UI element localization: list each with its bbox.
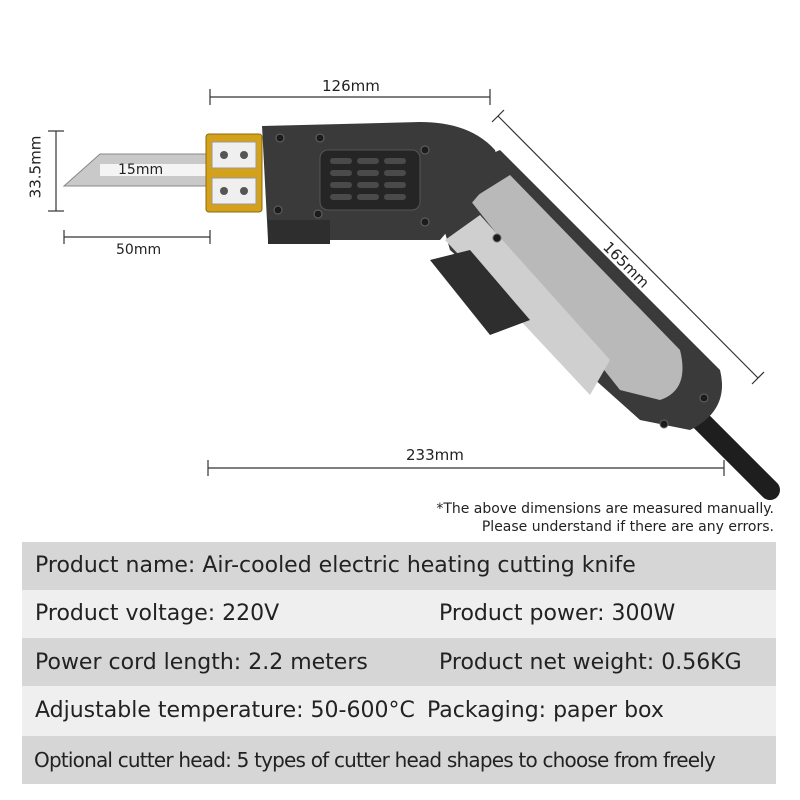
spec-voltage: Product voltage: 220V [35,601,280,626]
knife-handle [430,150,722,430]
screws [273,133,709,429]
measurement-note-line2: Please understand if there are any error… [481,519,774,535]
spec-cord-length: Power cord length: 2.2 meters [35,650,368,675]
dimension-label-blade-inner: 15mm [118,162,164,178]
spec-net-weight: Product net weight: 0.56KG [439,650,742,675]
measurement-note: *The above dimensions are measured manua… [436,500,774,536]
dimension-label-top-width: 126mm [322,77,380,95]
power-cord [690,410,780,500]
spec-row-cutter-head: Optional cutter head: 5 types of cutter … [22,736,776,784]
product-illustration [48,89,780,500]
spec-product-name: Product name: Air-cooled electric heatin… [35,553,636,578]
spec-cutter-head: Optional cutter head: 5 types of cutter … [34,748,716,772]
dimension-label-total-length: 233mm [406,446,464,464]
spec-row-cord-weight: Power cord length: 2.2 meters Product ne… [22,638,776,686]
dimension-lines [48,89,765,476]
spec-temperature: Adjustable temperature: 50-600°C [35,698,415,723]
spec-packaging: Packaging: paper box [427,698,664,723]
spec-row-voltage-power: Product voltage: 220V Product power: 300… [22,590,776,638]
vent-slots [330,158,406,200]
spec-row-product-name: Product name: Air-cooled electric heatin… [22,542,776,590]
dimension-label-blade-height: 33.5mm [26,135,45,199]
spec-row-temperature-packaging: Adjustable temperature: 50-600°C Packagi… [22,686,776,736]
blade-clamp [205,133,263,213]
measurement-note-line1: *The above dimensions are measured manua… [436,501,774,517]
spec-power: Product power: 300W [439,601,676,626]
dimension-label-blade-length: 50mm [116,242,162,258]
